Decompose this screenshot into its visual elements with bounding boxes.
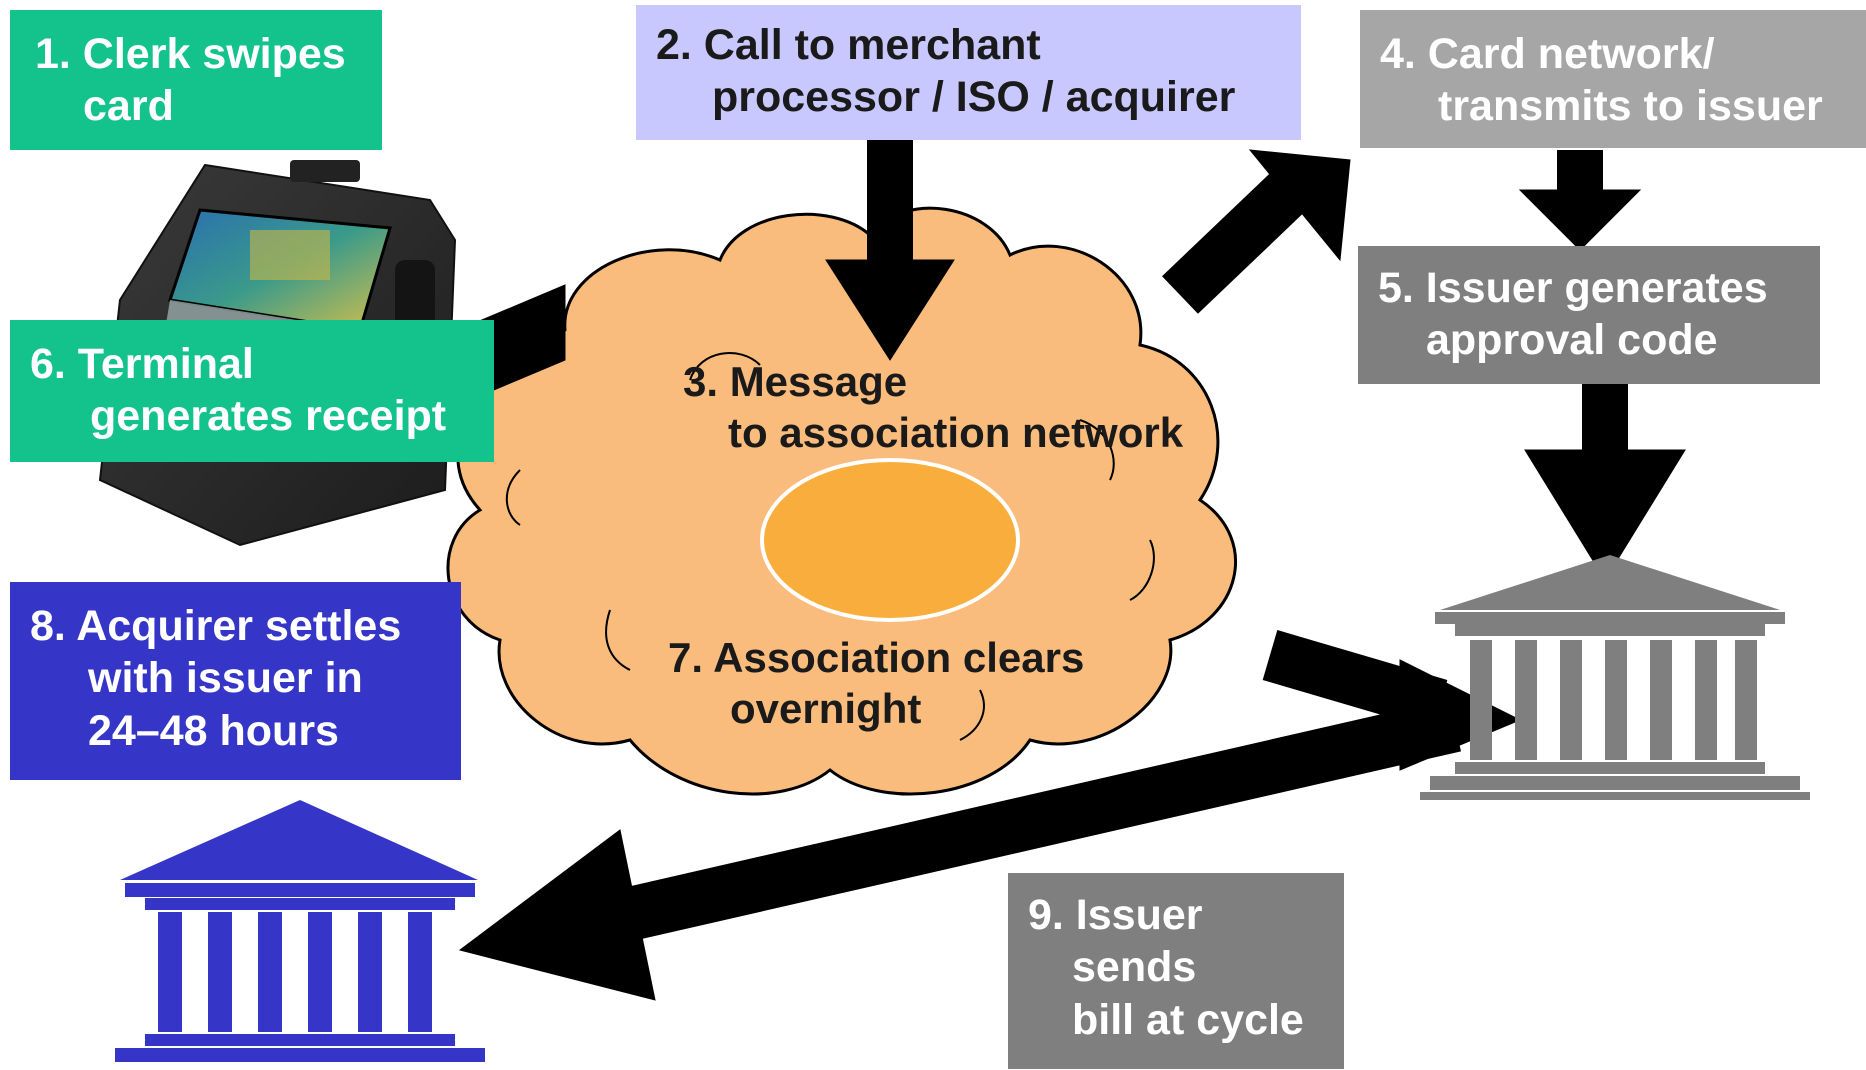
step1-box: 1. Clerk swipes card bbox=[10, 10, 382, 150]
acquirer-bank-icon bbox=[115, 800, 485, 1062]
step4-line1: 4. Card network/ bbox=[1380, 30, 1715, 78]
step8-line3: 24–48 hours bbox=[88, 706, 339, 755]
arrow-step5 bbox=[1524, 380, 1686, 581]
step2-box: 2. Call to merchant processor / ISO / ac… bbox=[636, 5, 1301, 140]
step5-line2: approval code bbox=[1426, 316, 1718, 365]
step5-line1: 5. Issuer generates bbox=[1378, 264, 1768, 312]
arrow-step3 bbox=[1162, 149, 1351, 314]
arrows bbox=[458, 140, 1686, 1001]
issuer-bank-icon bbox=[1420, 555, 1810, 800]
step2-line1: 2. Call to merchant bbox=[656, 21, 1041, 69]
step9-line2: sends bbox=[1072, 943, 1197, 992]
step8-box: 8. Acquirer settles with issuer in 24–48… bbox=[10, 582, 461, 780]
step7-line2: overnight bbox=[730, 685, 922, 733]
step8-line2: with issuer in bbox=[88, 654, 363, 703]
step1-line2: card bbox=[83, 82, 174, 131]
step1-line1: 1. Clerk swipes bbox=[35, 30, 346, 78]
step5-box: 5. Issuer generates approval code bbox=[1358, 246, 1820, 384]
step9-box: 9. Issuer sends bill at cycle bbox=[1008, 873, 1344, 1069]
step2-line2: processor / ISO / acquirer bbox=[712, 73, 1236, 122]
step4-box: 4. Card network/ transmits to issuer bbox=[1360, 10, 1866, 148]
arrow-step2 bbox=[825, 140, 955, 361]
step4-line2: transmits to issuer bbox=[1438, 82, 1823, 131]
step9-line1: 9. Issuer bbox=[1028, 891, 1203, 939]
step7-label: 7. Association clears overnight bbox=[668, 632, 1084, 734]
step6-line1: 6. Terminal bbox=[30, 340, 254, 388]
step6-line2: generates receipt bbox=[90, 392, 447, 441]
step9-line3: bill at cycle bbox=[1072, 995, 1304, 1044]
step6-box: 6. Terminal generates receipt bbox=[10, 320, 494, 462]
step3-label: 3. Message to association network bbox=[683, 356, 1183, 458]
step3-line2: to association network bbox=[728, 409, 1184, 457]
step7-line1: 7. Association clears bbox=[668, 634, 1085, 681]
network-hub-ellipse bbox=[760, 458, 1020, 622]
arrow-step4 bbox=[1518, 150, 1642, 251]
step3-line1: 3. Message bbox=[683, 358, 908, 405]
step8-line1: 8. Acquirer settles bbox=[30, 602, 402, 650]
arrow-step8 bbox=[458, 698, 1462, 1001]
